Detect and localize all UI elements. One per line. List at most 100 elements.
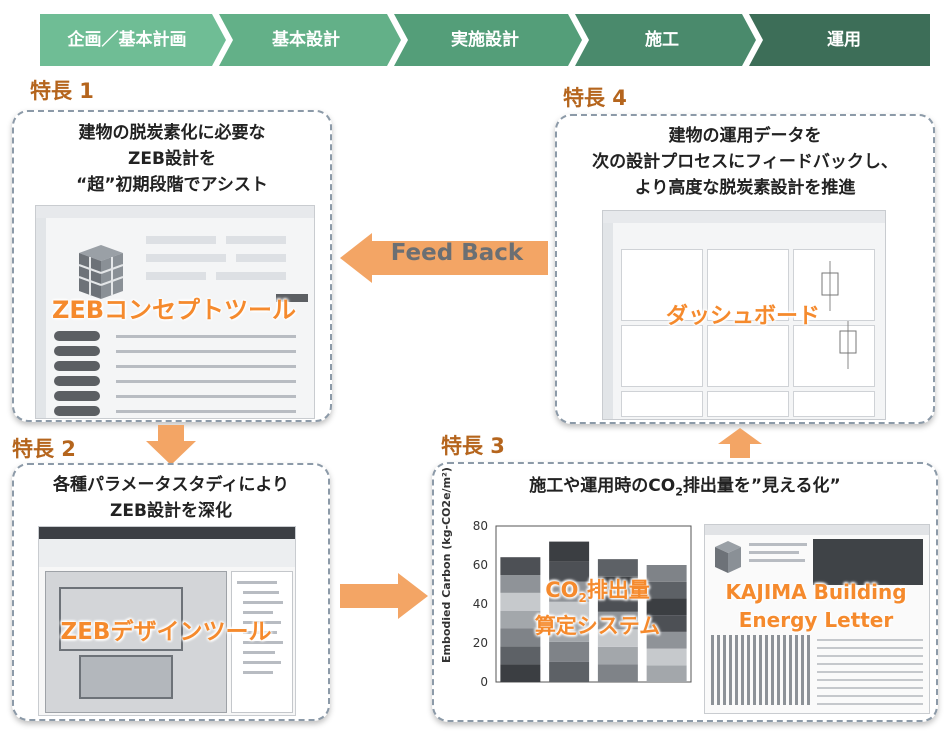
tree-item bbox=[243, 641, 283, 644]
side-rail bbox=[603, 223, 613, 419]
chart-bar-segment bbox=[549, 661, 590, 682]
energy-letter-label: KAJIMA Building Energy Letter bbox=[704, 578, 928, 634]
chart-bar-segment bbox=[597, 629, 638, 647]
window-toolbar bbox=[39, 539, 295, 567]
table-line bbox=[116, 410, 296, 413]
phase-label-operation: 運用 bbox=[827, 30, 861, 50]
down-arrow bbox=[146, 425, 196, 465]
dashboard-card bbox=[621, 391, 703, 417]
phase-label-basic-design: 基本設計 bbox=[272, 30, 340, 50]
chart-ytick-label: 80 bbox=[473, 519, 488, 533]
letter-line bbox=[749, 551, 799, 554]
feature-4-line-3: より高度な脱炭素設計を推進 bbox=[634, 178, 856, 198]
dashboard-card bbox=[793, 249, 875, 321]
chart-bar bbox=[646, 565, 687, 682]
chart-bar-segment bbox=[500, 664, 541, 682]
letter-line bbox=[749, 559, 805, 562]
boxplot-glyph bbox=[821, 261, 857, 369]
letter-dark-panel bbox=[813, 539, 923, 585]
chart-bar bbox=[549, 541, 590, 682]
feature-1-title: 特長 1 bbox=[30, 79, 94, 103]
chart-bar-segment bbox=[549, 581, 590, 602]
chart-bar-segment bbox=[597, 664, 638, 682]
chart-bar-segment bbox=[646, 615, 687, 632]
co2-system-label-sub: 2 bbox=[578, 591, 587, 606]
up-arrow bbox=[718, 428, 762, 458]
zeb-concept-tool-screenshot bbox=[35, 205, 315, 419]
co2-system-label-post: 排出量 bbox=[586, 578, 650, 602]
chart-ytick-label: 40 bbox=[473, 597, 488, 611]
run-button bbox=[276, 294, 308, 302]
feature-4-title: 特長 4 bbox=[563, 86, 627, 110]
table-line bbox=[116, 380, 296, 383]
form-row bbox=[146, 254, 226, 262]
chart-bar-segment bbox=[500, 646, 541, 665]
feature-3-title: 特長 3 bbox=[441, 434, 505, 458]
dashboard-card bbox=[707, 325, 789, 387]
phase-arrow-4 bbox=[575, 14, 756, 66]
feature-3-headline: 施工や運用時のCO2排出量を”見える化” bbox=[434, 473, 936, 505]
feature-2-title: 特長 2 bbox=[12, 437, 76, 461]
chart-bar-segment bbox=[597, 576, 638, 595]
feature-1-description: 建物の脱炭素化に必要な ZEB設計を “超”初期段階でアシスト bbox=[14, 120, 330, 198]
feedback-label: Feed Back bbox=[390, 240, 524, 266]
list-pill bbox=[54, 406, 100, 416]
chart-bar-segment bbox=[597, 559, 638, 577]
chart-bar-segment bbox=[646, 598, 687, 616]
chart-bar-segment bbox=[646, 581, 687, 599]
chart-bar-segment bbox=[549, 601, 590, 622]
chart-bar-segment bbox=[646, 665, 687, 682]
list-pill bbox=[54, 361, 100, 371]
dashboard-label: ダッシュボード bbox=[665, 304, 820, 329]
chart-bar-segment bbox=[549, 561, 590, 582]
chart-bar-segment bbox=[500, 575, 541, 593]
feedback-arrow bbox=[340, 233, 548, 283]
feature-3-headline-sub: 2 bbox=[675, 485, 683, 499]
window-titlebar bbox=[39, 527, 295, 539]
feature-2-line-1: 各種パラメータスタディにより bbox=[53, 475, 289, 495]
form-row bbox=[236, 254, 286, 262]
list-pill bbox=[54, 331, 100, 341]
co2-system-label: CO2排出量 算定システム bbox=[505, 576, 690, 640]
table-line bbox=[116, 365, 296, 368]
floor-plan-room bbox=[79, 655, 173, 699]
chart-bar-segment bbox=[646, 631, 687, 649]
tree-item bbox=[243, 671, 273, 674]
dashboard-screenshot bbox=[602, 210, 886, 420]
form-row bbox=[226, 236, 286, 244]
side-rail bbox=[36, 218, 46, 418]
table-line bbox=[116, 395, 296, 398]
energy-letter-label-line1: KAJIMA Building bbox=[725, 580, 907, 604]
feature-4-line-1: 建物の運用データを bbox=[668, 126, 822, 146]
energy-letter-screenshot bbox=[704, 524, 930, 714]
chart-bar-segment bbox=[597, 646, 638, 665]
building-cube-icon bbox=[715, 541, 741, 573]
feature-4-line-2: 次の設計プロセスにフィードバックし、 bbox=[592, 152, 898, 172]
tree-item bbox=[243, 621, 281, 624]
chart-bar-segment bbox=[549, 541, 590, 562]
phase-banner: 企画／基本計画 基本設計 実施設計 施工 運用 bbox=[0, 0, 950, 80]
dashboard-card bbox=[707, 249, 789, 321]
floor-plan-room bbox=[59, 587, 183, 651]
form-row bbox=[216, 272, 286, 280]
building-cube-icon bbox=[78, 245, 124, 299]
list-pill bbox=[54, 346, 100, 356]
tree-item bbox=[243, 591, 279, 594]
list-pill bbox=[54, 391, 100, 401]
dashboard-card bbox=[793, 325, 875, 387]
tree-item bbox=[237, 581, 277, 584]
zeb-concept-tool-label: ZEBコンセプトツール bbox=[51, 296, 297, 324]
window-header bbox=[36, 206, 314, 218]
tree-item bbox=[243, 601, 283, 604]
dashboard-card bbox=[793, 391, 875, 417]
chart-bar bbox=[597, 559, 638, 682]
letter-table bbox=[817, 635, 923, 705]
dashboard-card bbox=[707, 391, 789, 417]
chart-ytick-label: 0 bbox=[480, 675, 488, 689]
phase-arrows bbox=[40, 14, 930, 66]
letter-header bbox=[705, 525, 929, 535]
feature-2-line-2: ZEB設計を深化 bbox=[110, 501, 232, 521]
energy-letter-label-line2: Energy Letter bbox=[738, 608, 894, 632]
form-row bbox=[146, 272, 206, 280]
chart-bar bbox=[500, 557, 541, 682]
